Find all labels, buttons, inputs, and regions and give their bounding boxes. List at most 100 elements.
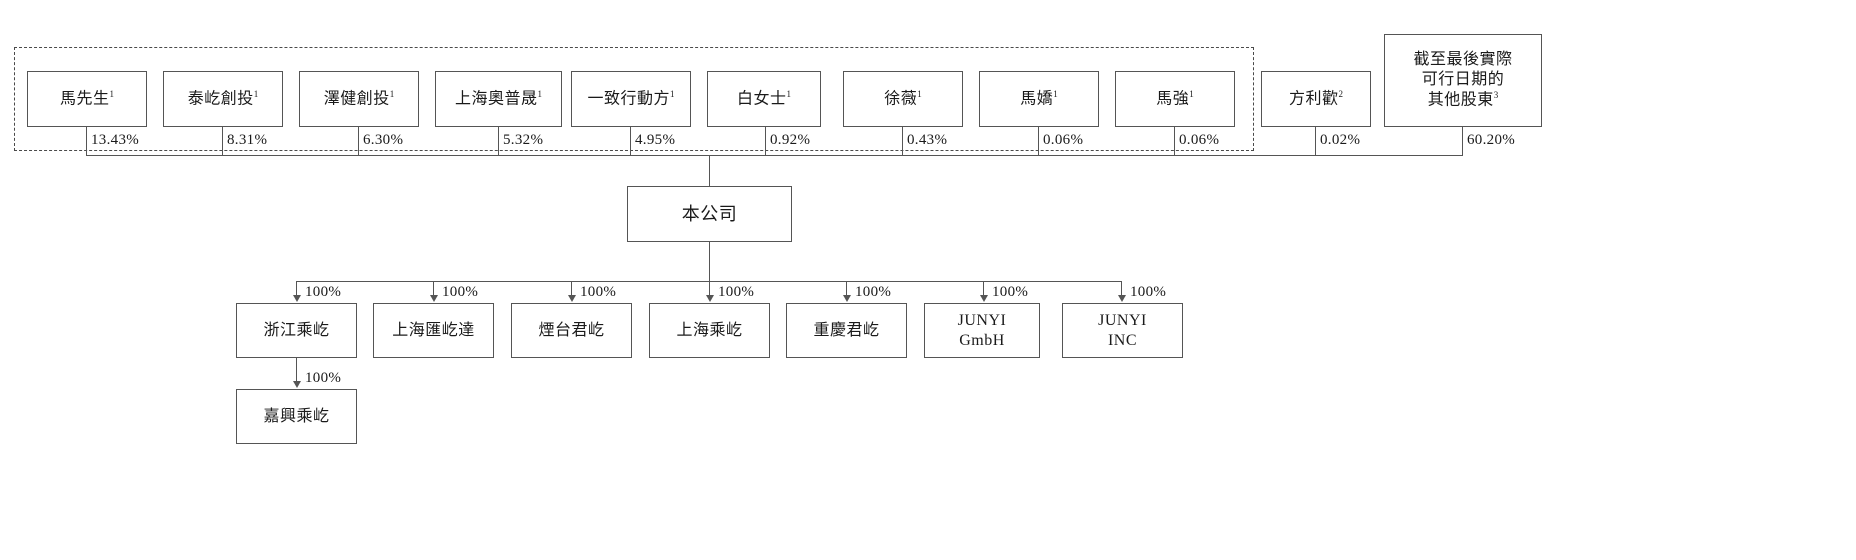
connector-stub-other-shareholders	[1462, 127, 1463, 155]
arrowhead-shanghai-huiyida	[430, 295, 438, 302]
footnote-marker: 1	[537, 88, 543, 99]
percent-label-xu-wei: 0.43%	[907, 132, 948, 148]
percent-label-jiaxing-chengyi: 100%	[305, 370, 342, 386]
percent-label-shanghai-huiyida: 100%	[442, 284, 479, 300]
company-box[interactable]: 本公司	[627, 186, 792, 242]
arrowhead-zhejiang-chengyi	[293, 295, 301, 302]
shareholder-box-bai-nvshi[interactable]: 白女士1	[707, 71, 821, 127]
company-feed-line	[709, 155, 710, 186]
subsidiary-box-chongqing-junyi[interactable]: 重慶君屹	[786, 303, 907, 358]
shareholder-box-yizhi-xingdongfang[interactable]: 一致行動方1	[571, 71, 691, 127]
company-label: 本公司	[681, 203, 738, 224]
shareholder-label: 方利歡2	[1288, 88, 1344, 108]
sub-subsidiary-label: 嘉興乘屹	[263, 407, 330, 425]
shareholder-bus-line	[86, 155, 1463, 156]
subsidiary-label: 浙江乘屹	[263, 321, 330, 339]
connector-stub-xu-wei	[902, 127, 903, 155]
footnote-marker: 1	[253, 88, 259, 99]
shareholder-label: 馬嬌1	[1020, 88, 1058, 108]
shareholder-label: 徐薇1	[884, 88, 922, 108]
shareholder-box-shanghai-aopusheng[interactable]: 上海奧普晟1	[435, 71, 562, 127]
percent-label-yantai-junyi: 100%	[580, 284, 617, 300]
subsidiary-label: 上海匯屹達	[392, 321, 475, 339]
shareholder-box-xu-wei[interactable]: 徐薇1	[843, 71, 963, 127]
subsidiary-box-shanghai-huiyida[interactable]: 上海匯屹達	[373, 303, 494, 358]
sub-subsidiary-box-jiaxing-chengyi[interactable]: 嘉興乘屹	[236, 389, 357, 444]
percent-label-fang-lihuan: 0.02%	[1320, 132, 1361, 148]
percent-label-shanghai-chengyi: 100%	[718, 284, 755, 300]
footnote-marker: 1	[786, 88, 792, 99]
arrowhead-yantai-junyi	[568, 295, 576, 302]
shareholder-label: 上海奧普晟1	[454, 88, 543, 108]
shareholder-box-ma-xiansheng[interactable]: 馬先生1	[27, 71, 147, 127]
percent-label-yizhi: 4.95%	[635, 132, 676, 148]
footnote-marker: 1	[1189, 88, 1194, 99]
footnote-marker: 3	[1493, 90, 1499, 101]
subsidiary-box-shanghai-chengyi[interactable]: 上海乘屹	[649, 303, 770, 358]
footnote-marker: 1	[917, 88, 922, 99]
footnote-marker: 2	[1338, 88, 1344, 99]
connector-leg-yantai-junyi	[571, 281, 572, 300]
shareholder-box-fang-lihuan[interactable]: 方利歡2	[1261, 71, 1371, 127]
footnote-marker: 1	[670, 88, 675, 99]
subsidiary-box-yantai-junyi[interactable]: 煙台君屹	[511, 303, 632, 358]
arrowhead-jiaxing-chengyi	[293, 381, 301, 388]
connector-leg-chongqing-junyi	[846, 281, 847, 300]
connector-stub-ma-xiansheng	[86, 127, 87, 155]
percent-label-bai-nvshi: 0.92%	[770, 132, 811, 148]
percent-label-ma-qiang: 0.06%	[1179, 132, 1220, 148]
connector-leg-zhejiang-chengyi	[296, 281, 297, 300]
shareholder-box-ma-jiao[interactable]: 馬嬌1	[979, 71, 1099, 127]
percent-label-junyi-gmbh: 100%	[992, 284, 1029, 300]
arrowhead-chongqing-junyi	[843, 295, 851, 302]
percent-label-ma-xiansheng: 13.43%	[91, 132, 140, 148]
connector-stub-ma-qiang	[1174, 127, 1175, 155]
shareholder-label: 一致行動方1	[587, 88, 675, 108]
shareholder-box-ma-qiang[interactable]: 馬強1	[1115, 71, 1235, 127]
arrowhead-junyi-inc	[1118, 295, 1126, 302]
concert-party-dashed-boundary	[14, 47, 1254, 151]
arrowhead-junyi-gmbh	[980, 295, 988, 302]
connector-stub-ma-jiao	[1038, 127, 1039, 155]
subsidiary-bus-line	[296, 281, 1121, 282]
percent-label-taiyi: 8.31%	[227, 132, 268, 148]
percent-label-junyi-inc: 100%	[1130, 284, 1167, 300]
shareholder-box-other-shareholders[interactable]: 截至最後實際可行日期的其他股東3	[1384, 34, 1542, 127]
shareholder-box-taiyi-chuangtou[interactable]: 泰屹創投1	[163, 71, 283, 127]
percent-label-other-shareholders: 60.20%	[1467, 132, 1516, 148]
percent-label-chongqing-junyi: 100%	[855, 284, 892, 300]
shareholder-label: 截至最後實際可行日期的其他股東3	[1413, 51, 1513, 109]
connector-stub-zejian	[358, 127, 359, 155]
connector-stub-yizhi	[630, 127, 631, 155]
shareholder-box-zejian-chuangtou[interactable]: 澤健創投1	[299, 71, 419, 127]
connector-leg-junyi-inc	[1121, 281, 1122, 300]
connector-leg-junyi-gmbh	[983, 281, 984, 300]
connector-leg-shanghai-chengyi	[709, 281, 710, 300]
connector-stub-aopusheng	[498, 127, 499, 155]
percent-label-zhejiang-chengyi: 100%	[305, 284, 342, 300]
connector-leg-shanghai-huiyida	[433, 281, 434, 300]
shareholder-label: 白女士1	[736, 88, 792, 108]
shareholder-label: 澤健創投1	[323, 88, 395, 108]
percent-label-aopusheng: 5.32%	[503, 132, 544, 148]
connector-leg-jiaxing-chengyi	[296, 358, 297, 384]
company-drop-line	[709, 242, 710, 281]
percent-label-ma-jiao: 0.06%	[1043, 132, 1084, 148]
percent-label-zejian: 6.30%	[363, 132, 404, 148]
shareholder-label: 馬先生1	[59, 88, 115, 108]
shareholder-label: 泰屹創投1	[187, 88, 259, 108]
connector-stub-bai-nvshi	[765, 127, 766, 155]
shareholder-label: 馬強1	[1156, 88, 1194, 108]
subsidiary-box-zhejiang-chengyi[interactable]: 浙江乘屹	[236, 303, 357, 358]
subsidiary-label: 煙台君屹	[538, 321, 605, 339]
connector-stub-taiyi	[222, 127, 223, 155]
footnote-marker: 1	[1053, 88, 1058, 99]
footnote-marker: 1	[109, 88, 115, 99]
arrowhead-shanghai-chengyi	[706, 295, 714, 302]
subsidiary-label: 上海乘屹	[676, 321, 743, 339]
